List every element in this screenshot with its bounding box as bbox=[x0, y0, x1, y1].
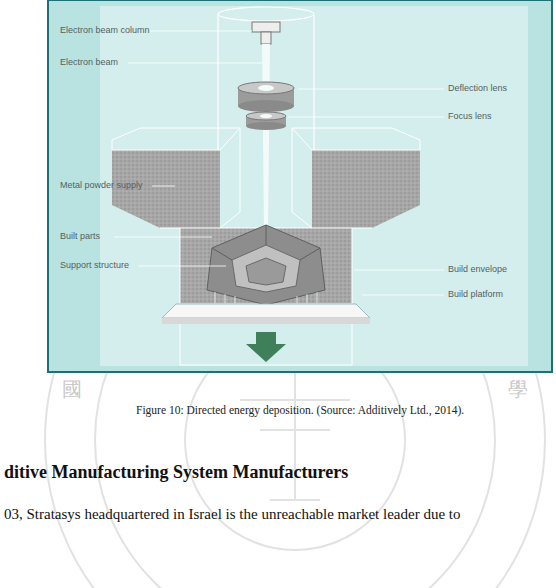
callout-label: Build platform bbox=[448, 289, 503, 299]
electron-gun bbox=[252, 22, 280, 32]
powder-hopper bbox=[112, 128, 420, 228]
watermark-char: 國 bbox=[62, 376, 82, 403]
callout-label: Support structure bbox=[60, 260, 129, 270]
callout-label: Electron beam bbox=[60, 57, 118, 67]
watermark-char: 學 bbox=[508, 376, 528, 403]
support-structure bbox=[215, 292, 317, 304]
callout-label: Built parts bbox=[60, 231, 100, 241]
callout-label: Deflection lens bbox=[448, 83, 507, 93]
build-platform bbox=[162, 304, 370, 318]
deflection-lens bbox=[238, 82, 294, 112]
section-heading: ditive Manufacturing System Manufacturer… bbox=[4, 462, 348, 483]
figure-caption: Figure 10: Directed energy deposition. (… bbox=[136, 404, 464, 416]
body-text: 03, Stratasys headquartered in Israel is… bbox=[4, 506, 460, 523]
callout-label: Focus lens bbox=[448, 111, 492, 121]
leader-line bbox=[114, 31, 444, 295]
built-part bbox=[207, 225, 325, 305]
figure-frame bbox=[48, 0, 552, 372]
lowering-arrow bbox=[246, 332, 286, 362]
callout-label: Metal powder supply bbox=[60, 180, 143, 190]
focus-lens bbox=[246, 112, 286, 130]
electron-gun bbox=[261, 32, 271, 44]
build-platform bbox=[162, 318, 370, 324]
electron-beam bbox=[262, 44, 270, 232]
inner-panel bbox=[100, 6, 528, 366]
callout-label: Build envelope bbox=[448, 264, 507, 274]
callout-label: Electron beam column bbox=[60, 25, 150, 35]
